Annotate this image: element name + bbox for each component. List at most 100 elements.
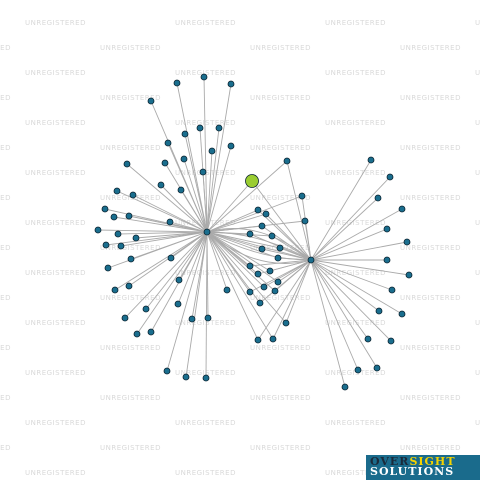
graph-node[interactable] — [113, 187, 121, 195]
graph-node[interactable] — [354, 366, 362, 374]
watermark-text: UNREGISTERED — [325, 19, 386, 27]
graph-node[interactable] — [258, 245, 266, 253]
graph-node[interactable] — [200, 73, 208, 81]
graph-node[interactable] — [147, 328, 155, 336]
graph-node[interactable] — [123, 160, 131, 168]
graph-focus-node[interactable] — [245, 174, 259, 188]
graph-node[interactable] — [254, 336, 262, 344]
graph-node[interactable] — [269, 335, 277, 343]
watermark-text: UNREGISTERED — [0, 444, 11, 452]
graph-node[interactable] — [111, 286, 119, 294]
graph-node[interactable] — [132, 234, 140, 242]
graph-node[interactable] — [208, 147, 216, 155]
graph-node[interactable] — [142, 305, 150, 313]
watermark-text: UNREGISTERED — [400, 344, 461, 352]
graph-node[interactable] — [405, 271, 413, 279]
graph-node[interactable] — [282, 319, 290, 327]
graph-node[interactable] — [246, 262, 254, 270]
graph-node[interactable] — [383, 256, 391, 264]
graph-node[interactable] — [341, 383, 349, 391]
graph-node[interactable] — [173, 79, 181, 87]
graph-node[interactable] — [301, 217, 309, 225]
graph-node[interactable] — [364, 335, 372, 343]
watermark-text: UNREGISTERED — [0, 44, 11, 52]
graph-node[interactable] — [164, 139, 172, 147]
graph-node[interactable] — [262, 210, 270, 218]
graph-node[interactable] — [174, 300, 182, 308]
graph-node[interactable] — [246, 230, 254, 238]
graph-node[interactable] — [202, 374, 210, 382]
watermark-text: UNREGISTERED — [325, 119, 386, 127]
graph-hub-node[interactable] — [307, 256, 315, 264]
watermark-text: UNREGISTERED — [250, 394, 311, 402]
graph-node[interactable] — [274, 278, 282, 286]
graph-node[interactable] — [157, 181, 165, 189]
graph-node[interactable] — [163, 367, 171, 375]
graph-node[interactable] — [227, 142, 235, 150]
graph-node[interactable] — [227, 80, 235, 88]
graph-node[interactable] — [204, 314, 212, 322]
graph-node[interactable] — [181, 130, 189, 138]
graph-node[interactable] — [373, 364, 381, 372]
graph-node[interactable] — [276, 244, 284, 252]
graph-node[interactable] — [188, 315, 196, 323]
graph-edge — [202, 171, 208, 233]
graph-node[interactable] — [147, 97, 155, 105]
graph-node[interactable] — [101, 205, 109, 213]
graph-edge — [310, 259, 346, 388]
graph-node[interactable] — [177, 186, 185, 194]
watermark-text: UNREGISTERED — [400, 294, 461, 302]
graph-node[interactable] — [246, 288, 254, 296]
graph-node[interactable] — [215, 124, 223, 132]
graph-node[interactable] — [125, 282, 133, 290]
graph-node[interactable] — [182, 373, 190, 381]
graph-node[interactable] — [254, 270, 262, 278]
graph-node[interactable] — [104, 264, 112, 272]
graph-node[interactable] — [121, 314, 129, 322]
graph-node[interactable] — [133, 330, 141, 338]
graph-node[interactable] — [374, 194, 382, 202]
graph-node[interactable] — [167, 254, 175, 262]
graph-node[interactable] — [258, 222, 266, 230]
graph-node[interactable] — [271, 287, 279, 295]
graph-node[interactable] — [129, 191, 137, 199]
graph-node[interactable] — [117, 242, 125, 250]
graph-node[interactable] — [256, 299, 264, 307]
graph-node[interactable] — [199, 168, 207, 176]
graph-node[interactable] — [223, 286, 231, 294]
watermark-text: UNREGISTERED — [250, 294, 311, 302]
graph-node[interactable] — [180, 155, 188, 163]
graph-node[interactable] — [260, 283, 268, 291]
graph-node[interactable] — [266, 267, 274, 275]
graph-node[interactable] — [102, 241, 110, 249]
graph-node[interactable] — [114, 230, 122, 238]
graph-node[interactable] — [383, 225, 391, 233]
graph-node[interactable] — [196, 124, 204, 132]
graph-node[interactable] — [125, 212, 133, 220]
graph-node[interactable] — [375, 307, 383, 315]
watermark-text: UNREGISTERED — [25, 119, 86, 127]
graph-edge — [176, 82, 208, 233]
graph-node[interactable] — [268, 232, 276, 240]
graph-node[interactable] — [298, 192, 306, 200]
graph-node[interactable] — [403, 238, 411, 246]
graph-node[interactable] — [398, 310, 406, 318]
graph-node[interactable] — [94, 226, 102, 234]
graph-node[interactable] — [166, 218, 174, 226]
graph-node[interactable] — [175, 276, 183, 284]
graph-edge — [135, 231, 208, 239]
graph-node[interactable] — [398, 205, 406, 213]
watermark-text: UNREGISTERED — [100, 344, 161, 352]
graph-node[interactable] — [367, 156, 375, 164]
graph-node[interactable] — [387, 337, 395, 345]
graph-node[interactable] — [386, 173, 394, 181]
watermark-text: UNREGISTERED — [25, 219, 86, 227]
graph-node[interactable] — [283, 157, 291, 165]
graph-node[interactable] — [161, 159, 169, 167]
graph-node[interactable] — [110, 213, 118, 221]
graph-node[interactable] — [254, 206, 262, 214]
graph-node[interactable] — [127, 255, 135, 263]
graph-hub-node[interactable] — [203, 228, 211, 236]
graph-node[interactable] — [388, 286, 396, 294]
graph-node[interactable] — [274, 254, 282, 262]
